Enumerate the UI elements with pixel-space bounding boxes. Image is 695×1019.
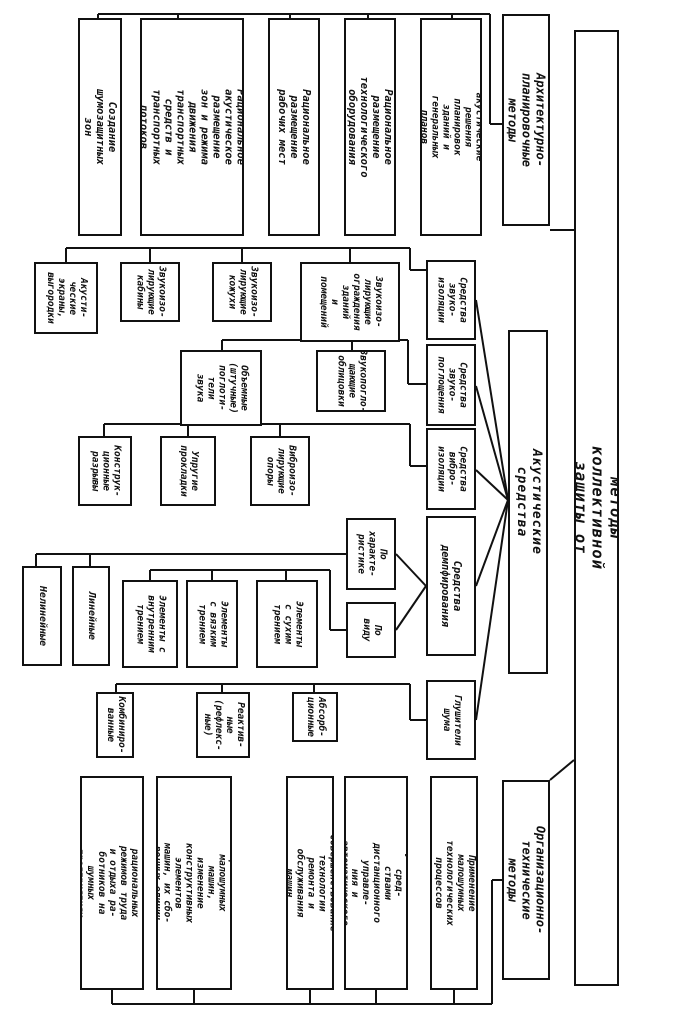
group-mufflers: Глушители шума — [426, 680, 476, 760]
damping-item-linear: Линейные — [72, 566, 110, 666]
damping-item-viscous: Элементы с вязким трением — [186, 580, 238, 668]
arch-item-transport: Рациональное акустическое размещение зон… — [140, 18, 244, 236]
vibro-item-breaks: Конструк- ционные разрывы — [78, 436, 132, 506]
damping-by-character: По характе- ристике — [346, 518, 396, 590]
group-damping: Средства демпфирования — [426, 516, 476, 656]
group-sound-absorption: Средства звуко- поглощения — [426, 344, 476, 426]
group-vibro-isolation: Средства вибро- изоляции — [426, 428, 476, 510]
absorption-item-volume: Объемные (штучные) поглоти- тели звука — [180, 350, 262, 426]
org-item-low-noise-machines: Применение малошумных машин, изменение к… — [156, 776, 232, 990]
arch-item-shield-zones: Создание шумозащитных зон — [78, 18, 122, 236]
vibro-item-supports: Виброизо- лирующие опоры — [250, 436, 310, 506]
org-item-work-rest: Использование рациональных режимов труда… — [80, 776, 144, 990]
diagram-title: Средства и методы коллективной защиты от… — [574, 30, 619, 986]
org-item-remote-control: Оснащение шумных машин сред- ствами дист… — [344, 776, 408, 990]
isolation-item-screens: Акусти- ческие экраны, выгородки — [34, 262, 98, 334]
damping-item-dry: Элементы с сухим трением — [256, 580, 318, 668]
arch-item-equipment: Рациональное размещение технологического… — [344, 18, 396, 236]
connector-line — [475, 499, 509, 587]
connector-line — [475, 469, 509, 501]
damping-item-nonlinear: Нелинейные — [22, 566, 62, 666]
category-organizational: Организационно- технические методы — [502, 780, 550, 980]
isolation-item-housings: Звукоизо- лирующие кожухи — [212, 262, 272, 322]
vibro-item-gaskets: Упругие прокладки — [160, 436, 216, 506]
absorption-item-linings: Звукопогло- щающие облицовки — [316, 350, 386, 412]
connector-line — [475, 385, 509, 501]
damping-by-type: По виду — [346, 602, 396, 658]
group-sound-isolation: Средства звуко- изоляции — [426, 260, 476, 340]
damping-item-internal: Элементы с внутренним трением — [122, 580, 178, 668]
isolation-item-enclosures: Звукоизо- лирующие ограждения зданий и п… — [300, 262, 400, 342]
org-item-low-noise-processes: Применение малошумных технологических пр… — [430, 776, 478, 990]
muffler-item-combined: Комбиниро- ванные — [96, 692, 134, 758]
arch-item-workplaces: Рациональное размещение рабочих мест — [268, 18, 320, 236]
arch-item-planning: Рациональные акустические решения планир… — [420, 18, 482, 236]
connector-line — [475, 299, 509, 501]
category-architectural: Архитектурно- планировочные методы — [502, 14, 550, 226]
connector-line — [549, 759, 575, 781]
org-item-maintenance: Совершенствование технологии ремонта и о… — [286, 776, 334, 990]
muffler-item-absorption: Абсорб- ционные — [292, 692, 338, 742]
connector-line — [395, 585, 427, 631]
muffler-item-reactive: Реактив- ные (рефлекс- ные) — [196, 692, 250, 758]
connector-line — [475, 499, 509, 721]
category-acoustic: Акустические средства — [508, 330, 548, 674]
isolation-item-cabins: Звукоизо- лирующие кабины — [120, 262, 180, 322]
connector-line — [395, 553, 427, 587]
